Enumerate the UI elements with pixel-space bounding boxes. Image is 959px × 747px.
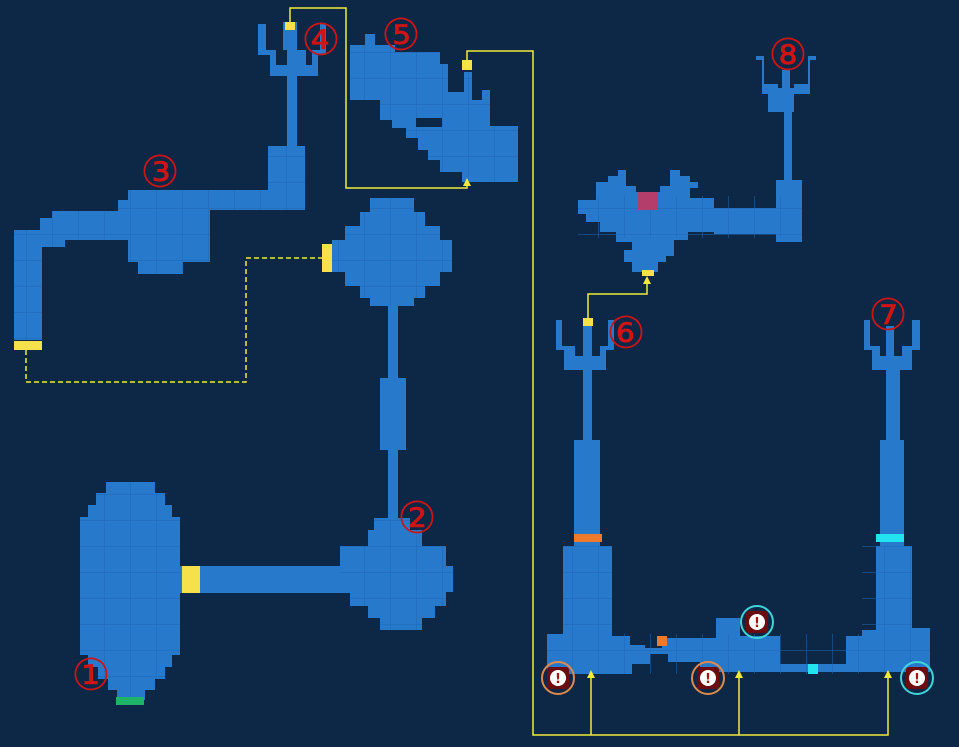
route-4-5 bbox=[289, 7, 468, 189]
label-5: ⑤ bbox=[381, 10, 420, 61]
corridor-1-2 bbox=[180, 566, 350, 593]
alert-icon: ! bbox=[555, 672, 561, 687]
alert-markers: ! ! ! ! bbox=[541, 605, 934, 695]
room-3[interactable] bbox=[14, 76, 305, 340]
alert-icon: ! bbox=[914, 672, 920, 687]
door-yellow-room1[interactable] bbox=[182, 566, 200, 593]
alert-icon-cyan-1[interactable]: ! bbox=[740, 605, 774, 639]
door-yellow-room3[interactable] bbox=[14, 341, 42, 350]
door-green-room1[interactable] bbox=[116, 697, 144, 705]
label-2: ② bbox=[397, 493, 436, 544]
room-6-trident[interactable] bbox=[547, 320, 930, 674]
alert-icon: ! bbox=[705, 672, 711, 687]
label-8: ⑧ bbox=[768, 30, 807, 81]
door-yellow-room4[interactable] bbox=[285, 22, 295, 30]
room-8-top[interactable] bbox=[578, 56, 816, 272]
route-6-8 bbox=[587, 282, 648, 318]
label-3: ③ bbox=[140, 147, 179, 198]
label-4: ④ bbox=[301, 15, 340, 66]
room-cross-upper[interactable] bbox=[332, 198, 452, 306]
door-pink-room8[interactable] bbox=[638, 192, 658, 210]
door-cyan-room7[interactable] bbox=[876, 534, 904, 542]
label-7: ⑦ bbox=[868, 290, 907, 341]
door-orange-room6[interactable] bbox=[574, 534, 602, 542]
door-cyan-small[interactable] bbox=[808, 664, 818, 674]
route-5-main bbox=[466, 50, 889, 736]
label-1: ① bbox=[71, 650, 110, 701]
corridor-2-up bbox=[380, 305, 406, 520]
door-yellow-room6[interactable] bbox=[583, 318, 593, 326]
room-5[interactable] bbox=[350, 34, 518, 182]
door-orange-small[interactable] bbox=[657, 636, 667, 646]
room-labels: ① ② ③ ④ ⑤ ⑥ ⑦ ⑧ bbox=[71, 10, 907, 701]
room-1[interactable] bbox=[80, 482, 180, 700]
dashed-route-3-cross bbox=[25, 257, 322, 383]
alert-icon-cyan-2[interactable]: ! bbox=[900, 661, 934, 695]
room-2[interactable] bbox=[340, 518, 453, 630]
room-4-trident[interactable] bbox=[258, 22, 326, 76]
route-arrows bbox=[463, 178, 892, 678]
alert-icon-orange-2[interactable]: ! bbox=[691, 661, 725, 695]
door-yellow-room8[interactable] bbox=[642, 270, 654, 276]
door-yellow-cross[interactable] bbox=[322, 244, 332, 272]
alert-icon-orange-1[interactable]: ! bbox=[541, 661, 575, 695]
route-lines bbox=[25, 7, 889, 736]
label-6: ⑥ bbox=[606, 308, 645, 359]
alert-icon: ! bbox=[754, 616, 760, 631]
